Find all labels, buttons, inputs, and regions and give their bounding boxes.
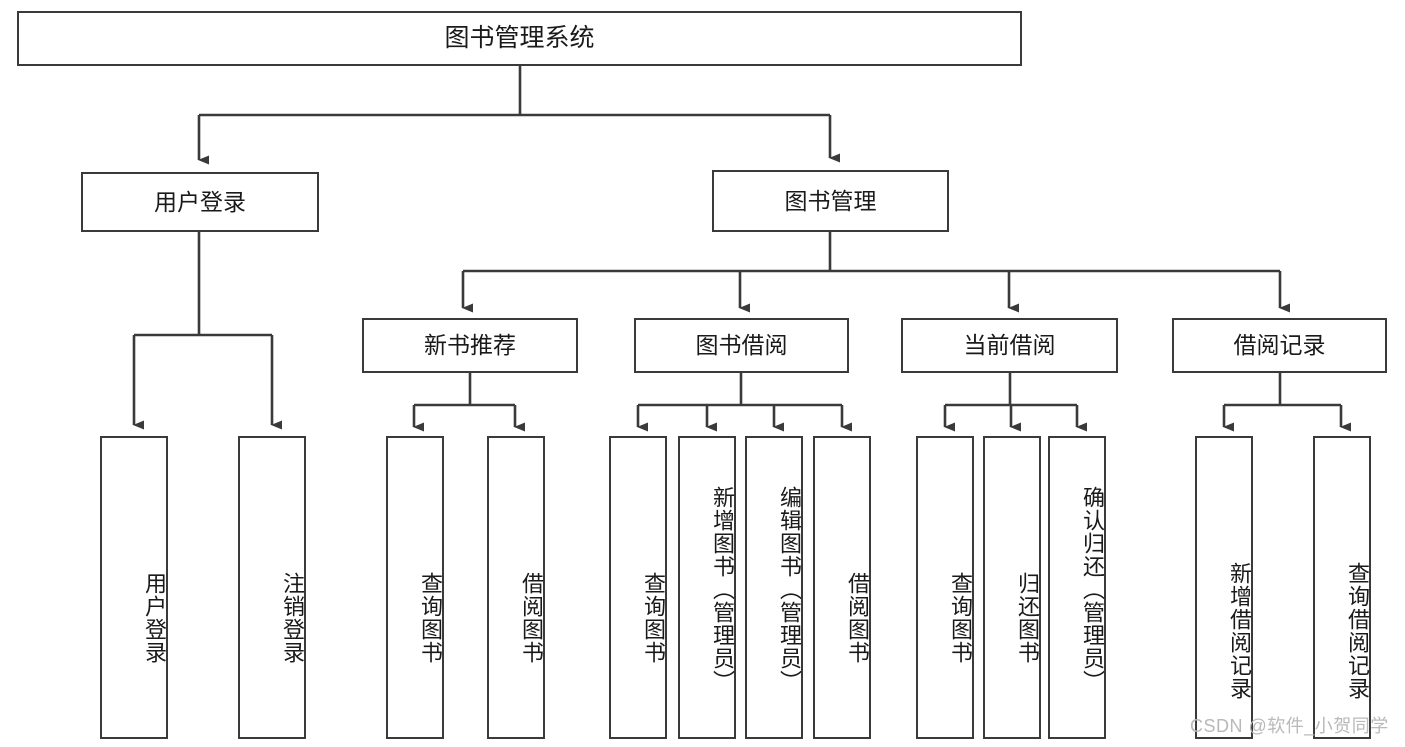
leaf-borrow-book-recommend[interactable]: 借阅图书	[487, 436, 545, 739]
watermark: CSDN @软件_小贺同学	[1190, 716, 1389, 736]
node-new-book-recommend[interactable]: 新书推荐	[362, 318, 578, 373]
leaf-return-book[interactable]: 归还图书	[983, 436, 1041, 739]
node-user-login[interactable]: 用户登录	[81, 172, 319, 232]
leaf-query-book-current[interactable]: 查询图书	[916, 436, 974, 739]
leaf-user-logout[interactable]: 注销登录	[238, 436, 306, 739]
leaf-add-borrow-record[interactable]: 新增借阅记录	[1195, 436, 1253, 739]
leaf-borrow-book-borrow[interactable]: 借阅图书	[813, 436, 871, 739]
leaf-confirm-return-admin[interactable]: 确认归还（管理员）	[1048, 436, 1106, 739]
leaf-query-book-borrow[interactable]: 查询图书	[609, 436, 667, 739]
leaf-query-borrow-record[interactable]: 查询借阅记录	[1313, 436, 1371, 739]
leaf-user-login[interactable]: 用户登录	[100, 436, 168, 739]
node-book-manage[interactable]: 图书管理	[712, 170, 949, 232]
leaf-query-book-recommend[interactable]: 查询图书	[386, 436, 444, 739]
node-book-borrow[interactable]: 图书借阅	[634, 318, 849, 373]
node-current-borrow[interactable]: 当前借阅	[901, 318, 1118, 373]
leaf-add-book-admin[interactable]: 新增图书（管理员）	[678, 436, 736, 739]
leaf-edit-book-admin[interactable]: 编辑图书（管理员）	[745, 436, 803, 739]
node-borrow-record[interactable]: 借阅记录	[1172, 318, 1387, 373]
node-root[interactable]: 图书管理系统	[17, 11, 1022, 66]
